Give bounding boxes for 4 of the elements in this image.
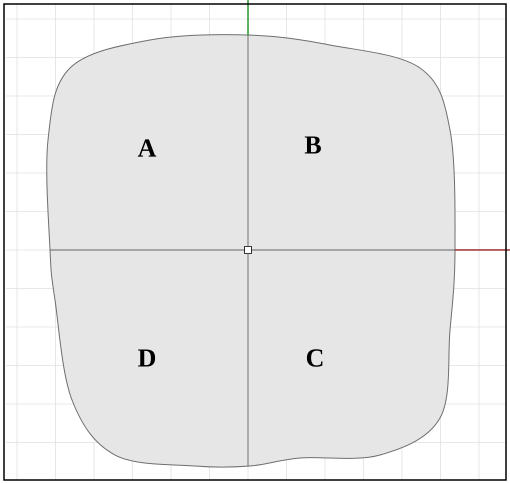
- region-label: A: [138, 139, 156, 157]
- region-label: B: [304, 136, 321, 154]
- region-label: C: [306, 349, 322, 367]
- region-label: D: [138, 349, 156, 367]
